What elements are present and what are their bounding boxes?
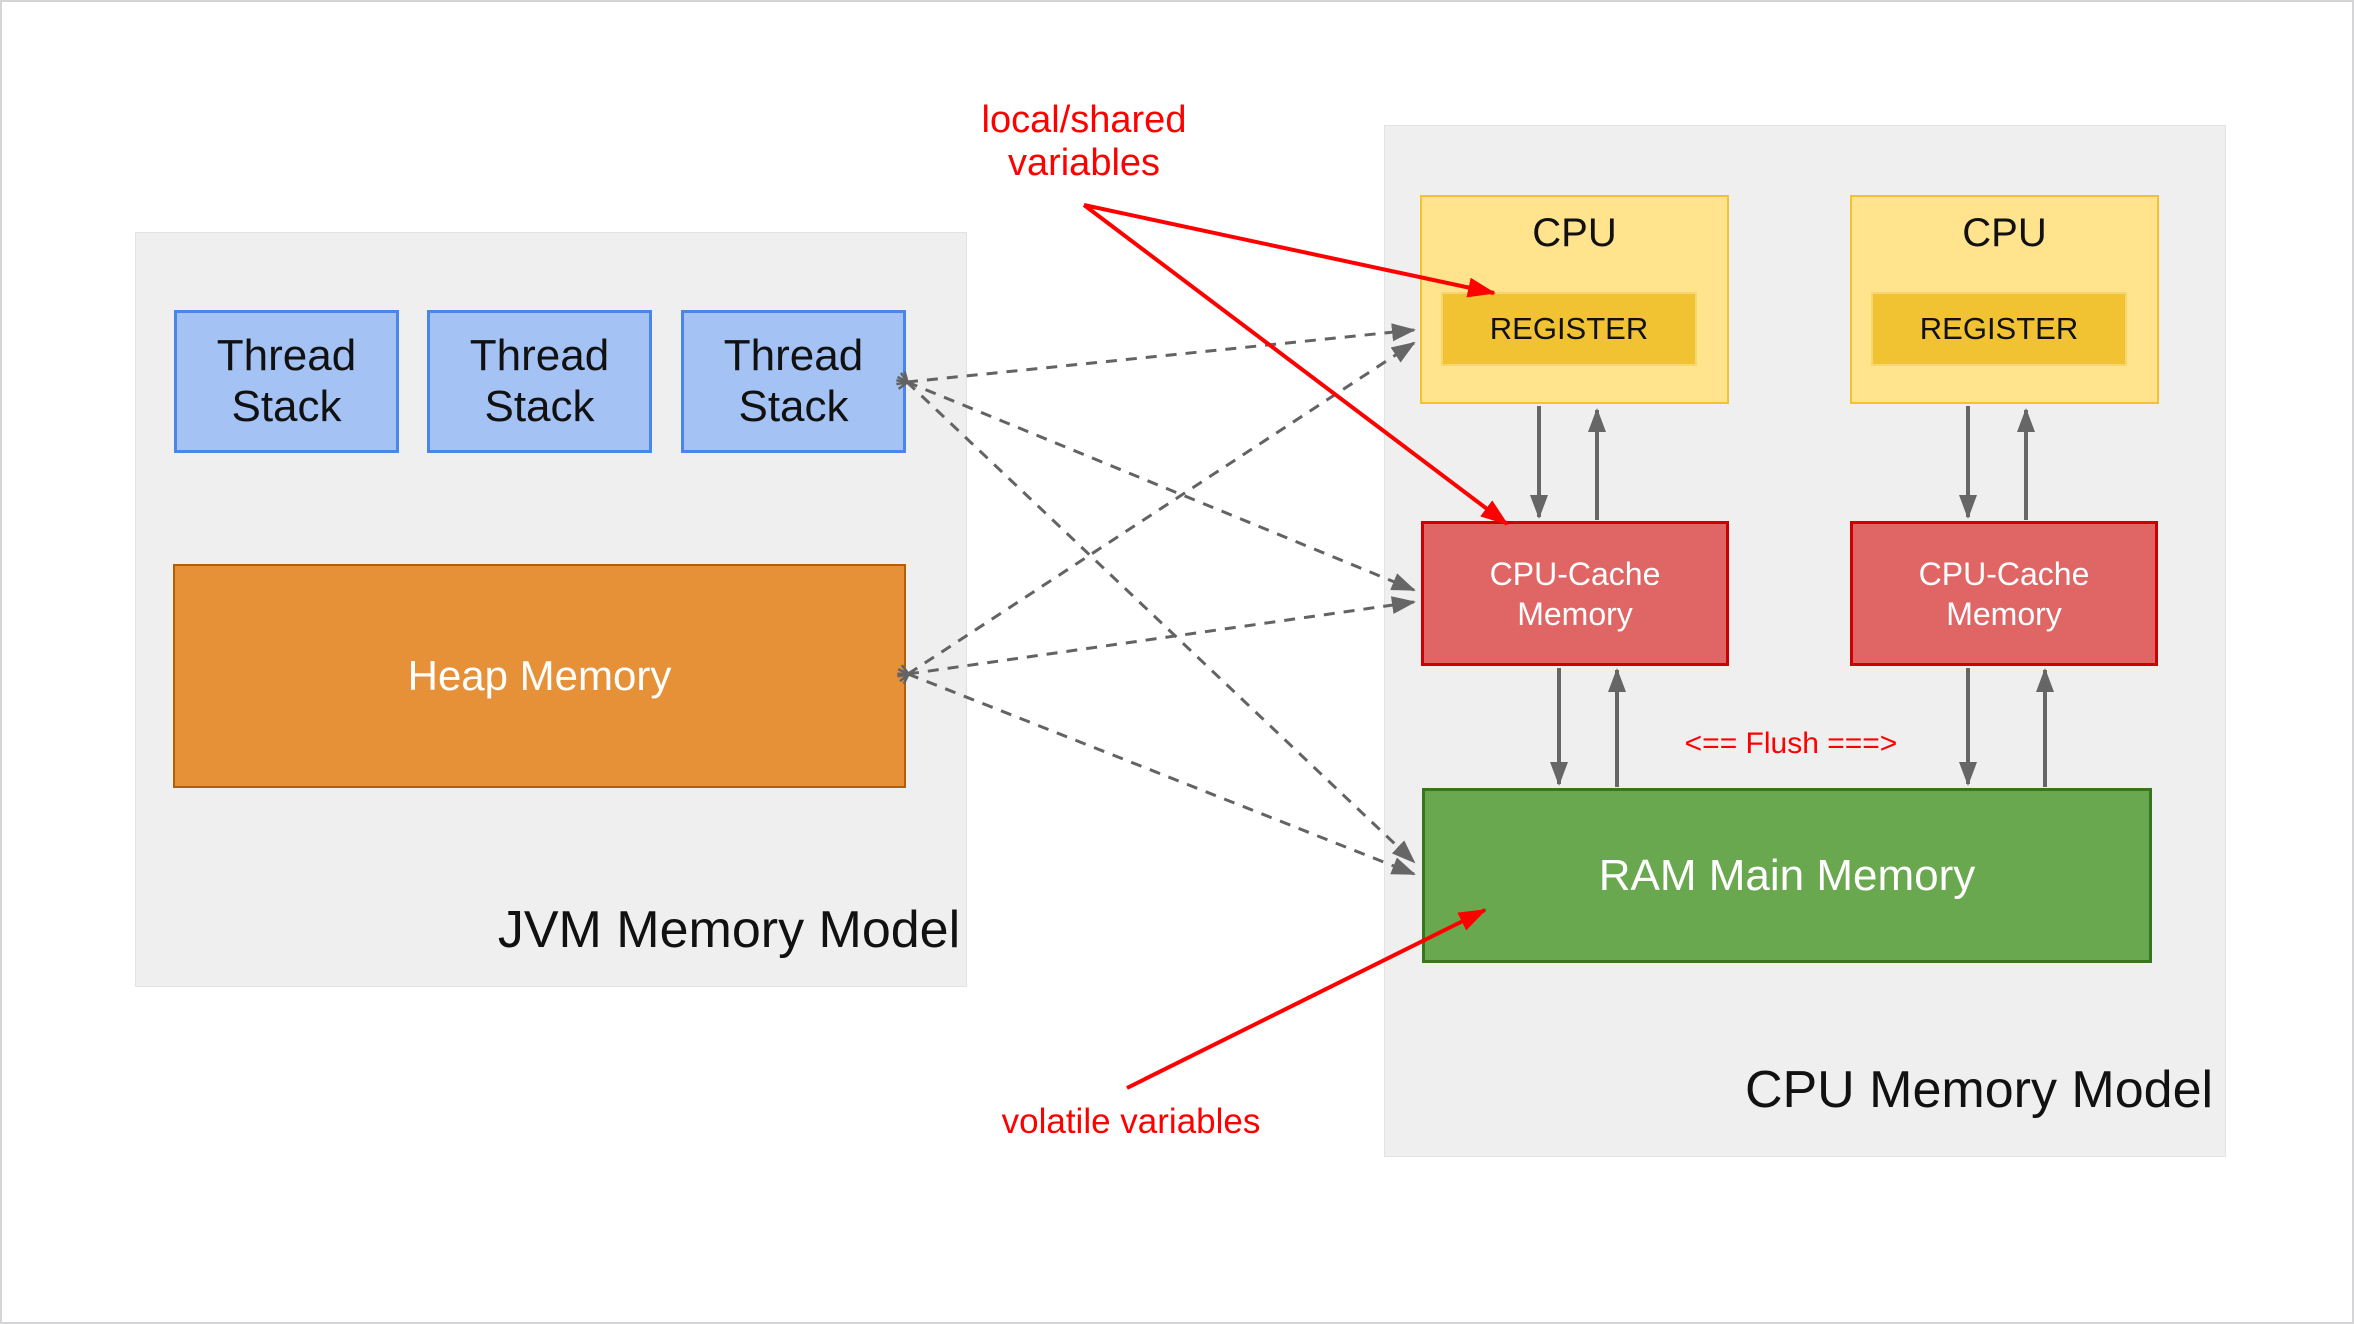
cpu-label-1: CPU	[1532, 211, 1617, 255]
thread-stack-box-3: Thread Stack	[681, 310, 906, 453]
cpu-box-1: CPU REGISTER	[1420, 195, 1729, 404]
dashed-arrow-stack-to-cache	[907, 382, 1414, 592]
thread-stack-box-2: Thread Stack	[427, 310, 652, 453]
volatile-variables-annotation: volatile variables	[1001, 1102, 1261, 1141]
heap-memory-box: Heap Memory	[173, 564, 906, 788]
cpu-cache-memory-box-1: CPU-Cache Memory	[1421, 521, 1729, 666]
register-box-1: REGISTER	[1441, 292, 1697, 366]
local-shared-variables-annotation: local/shared variables	[981, 99, 1187, 184]
dashed-arrow-stack-to-register	[907, 330, 1414, 382]
thread-stack-box-1: Thread Stack	[174, 310, 399, 453]
jvm-panel-title: JVM Memory Model	[497, 901, 961, 959]
dashed-arrow-heap-to-cache	[908, 602, 1414, 674]
flush-annotation: <== Flush ===>	[1684, 727, 1898, 760]
dashed-arrow-heap-to-ram	[908, 674, 1414, 876]
cpu-box-2: CPU REGISTER	[1850, 195, 2159, 404]
cpu-panel-title: CPU Memory Model	[1744, 1061, 2214, 1119]
dashed-arrow-stack-to-ram	[907, 382, 1414, 862]
register-box-2: REGISTER	[1871, 292, 2127, 366]
cpu-label-2: CPU	[1962, 211, 2047, 255]
dashed-arrow-heap-to-register	[908, 341, 1414, 674]
cpu-cache-memory-box-2: CPU-Cache Memory	[1850, 521, 2158, 666]
ram-main-memory-box: RAM Main Memory	[1422, 788, 2152, 963]
